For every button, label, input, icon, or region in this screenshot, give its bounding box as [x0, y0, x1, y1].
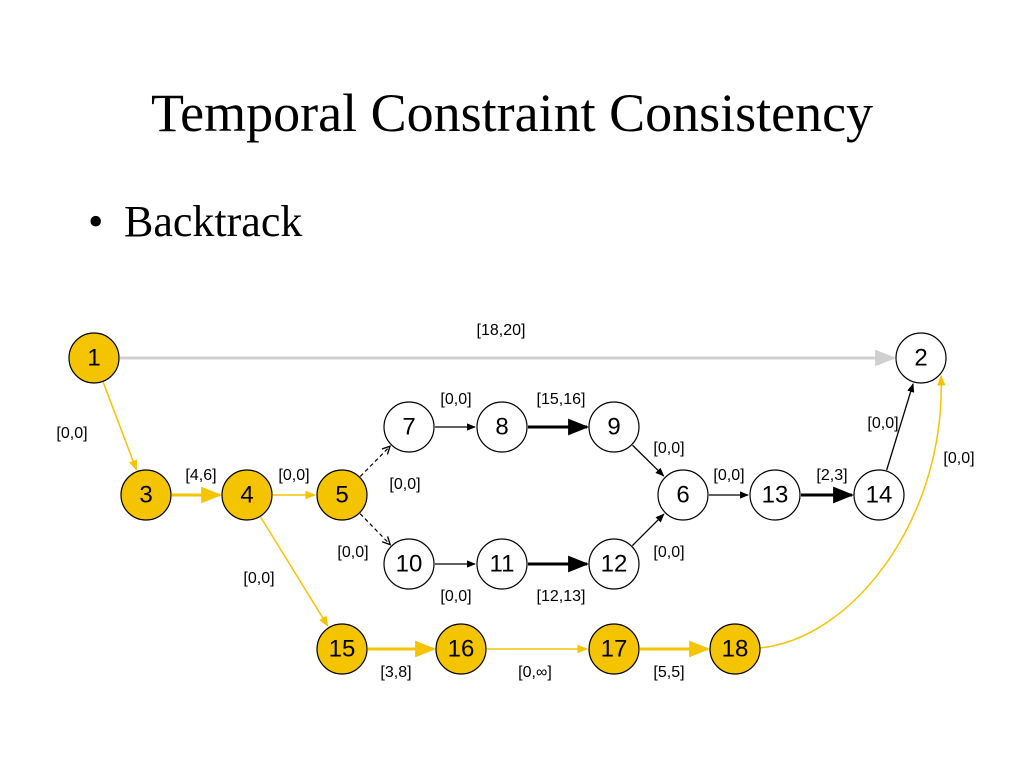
node-3-circle	[120, 469, 172, 521]
edges-layer	[102, 349, 946, 658]
node-7-circle	[383, 401, 435, 453]
edge-label-1-3: [0,0]	[56, 425, 87, 442]
node-5-label: 5	[335, 481, 348, 508]
node-15: 15	[316, 623, 368, 675]
edge-label-6-13: [0,0]	[713, 467, 744, 484]
node-1-label: 1	[87, 344, 100, 371]
node-8-label: 8	[495, 413, 508, 440]
node-7-label: 7	[402, 413, 415, 440]
edge-12-6	[631, 513, 665, 547]
node-16: 16	[435, 623, 487, 675]
edge-label-9-6: [0,0]	[653, 440, 684, 457]
node-4-label: 4	[240, 481, 253, 508]
edge-label-3-4: [4,6]	[185, 467, 216, 484]
edge-5-7	[359, 446, 390, 477]
edge-label-14-2: [0,0]	[867, 415, 898, 432]
node-10: 10	[383, 538, 435, 590]
edge-4-15	[260, 516, 329, 627]
edge-label-13-14: [2,3]	[816, 467, 847, 484]
edge-label-12-6: [0,0]	[653, 544, 684, 561]
node-12-circle	[588, 538, 640, 590]
node-11-circle	[476, 538, 528, 590]
node-13-label: 13	[762, 481, 789, 508]
node-3-label: 3	[139, 481, 152, 508]
node-15-circle	[316, 623, 368, 675]
edge-5-10	[359, 513, 390, 545]
edge-label-11-12: [12,13]	[537, 588, 586, 605]
node-17: 17	[588, 623, 640, 675]
node-8: 8	[476, 401, 528, 453]
node-9-circle	[588, 401, 640, 453]
node-9-label: 9	[607, 413, 620, 440]
node-16-circle	[435, 623, 487, 675]
node-8-circle	[476, 401, 528, 453]
edge-label-5-7: [0,0]	[389, 476, 420, 493]
node-10-circle	[383, 538, 435, 590]
bullet-point-icon: •	[88, 197, 104, 246]
node-18-circle	[709, 623, 761, 675]
node-5: 5	[316, 469, 368, 521]
edge-label-1-2: [18,20]	[477, 322, 526, 339]
edge-14-2	[885, 382, 915, 471]
node-6: 6	[657, 469, 709, 521]
node-9: 9	[588, 401, 640, 453]
node-10-label: 10	[396, 550, 423, 577]
node-6-label: 6	[676, 481, 689, 508]
node-18-label: 18	[722, 635, 749, 662]
node-18: 18	[709, 623, 761, 675]
node-11: 11	[476, 538, 528, 590]
edge-label-15-16: [3,8]	[380, 664, 411, 681]
node-5-circle	[316, 469, 368, 521]
node-2-circle	[895, 332, 947, 384]
node-6-circle	[657, 469, 709, 521]
node-17-label: 17	[601, 635, 628, 662]
node-15-label: 15	[329, 635, 356, 662]
edge-label-4-5: [0,0]	[278, 467, 309, 484]
edge-label-17-18: [5,5]	[653, 664, 684, 681]
node-17-circle	[588, 623, 640, 675]
node-2-label: 2	[914, 344, 927, 371]
node-4-circle	[221, 469, 273, 521]
edge-label-10-11: [0,0]	[440, 588, 471, 605]
edge-1-3	[102, 382, 138, 471]
edge-label-18-2: [0,0]	[943, 450, 974, 467]
node-7: 7	[383, 401, 435, 453]
node-14-label: 14	[866, 481, 893, 508]
edge-label-7-8: [0,0]	[440, 391, 471, 408]
node-12: 12	[588, 538, 640, 590]
node-1: 1	[68, 332, 120, 384]
slide-title: Temporal Constraint Consistency	[150, 83, 874, 143]
node-11-label: 11	[490, 550, 515, 577]
node-14: 14	[853, 469, 905, 521]
node-14-circle	[853, 469, 905, 521]
node-16-label: 16	[448, 635, 475, 662]
edge-label-4-15: [0,0]	[243, 570, 274, 587]
edge-label-8-9: [15,16]	[537, 391, 586, 408]
bullet-text: Backtrack	[124, 197, 303, 246]
node-2: 2	[895, 332, 947, 384]
node-13: 13	[749, 469, 801, 521]
bullet-item: • Backtrack	[88, 196, 302, 247]
node-1-circle	[68, 332, 120, 384]
edge-9-6	[632, 444, 665, 477]
node-4: 4	[221, 469, 273, 521]
edge-18-2	[759, 374, 946, 649]
edge-label-5-10: [0,0]	[337, 544, 368, 561]
node-13-circle	[749, 469, 801, 521]
edge-labels-layer: [18,20] [0,0] [4,6] [0,0] [0,0] [0,0] [0,0] [0,…	[56, 322, 974, 681]
edge-label-16-17: [0,∞]	[518, 664, 552, 681]
node-3: 3	[120, 469, 172, 521]
node-12-label: 12	[601, 550, 628, 577]
